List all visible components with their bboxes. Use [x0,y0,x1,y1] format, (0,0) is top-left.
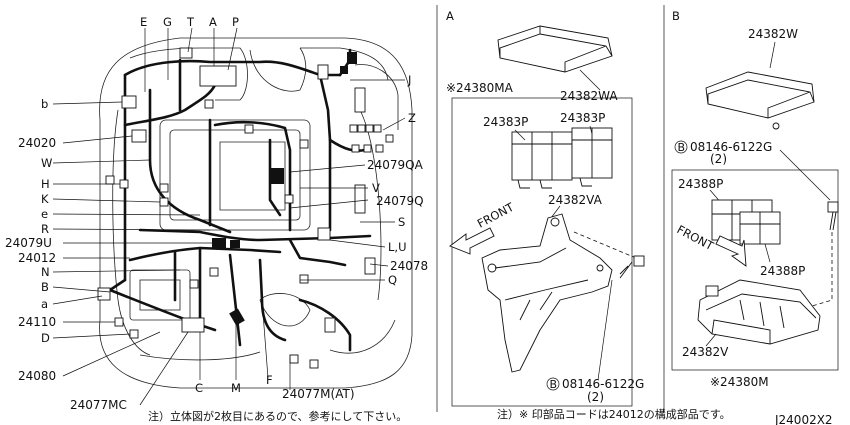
label-d: D [41,331,50,345]
label-24383p-2: 24383P [560,111,605,125]
label-24383p-1: 24383P [483,115,528,129]
label-24079u: 24079U [5,236,52,250]
label-a-lower: a [41,297,48,311]
footnote-left: 注）立体図が2枚目にあるので、参考にして下さい。 [148,409,407,423]
bolt-ref-circle-a [546,377,560,391]
label-24382v: 24382V [682,345,729,359]
label-24382wa: 24382WA [560,89,618,103]
label-24079qa: 24079QA [367,158,424,172]
panel-b-frame [671,169,839,371]
label-24382va: 24382VA [548,193,603,207]
footnote-center: 注）※ 印部品コードは24012の構成部品です。 [497,407,731,421]
label-g: G [163,15,172,29]
panel-a: A 24382WA ※24380MA 24383P 24383P FRONT [446,9,645,407]
fuse-box-cover-b [705,71,815,130]
vehicle-body-outline [99,37,413,389]
label-s: S [398,215,405,229]
bolt-b [811,201,839,307]
bracket-a [481,213,613,373]
label-24080: 24080 [18,369,56,383]
label-24380m: ※24380M [710,375,769,389]
front-arrow-a [449,227,495,255]
diagram-id: J24002X2 [774,413,833,425]
callout-lines [52,27,406,406]
bolt-ref-letter-a: B [550,378,558,391]
label-v: V [372,181,380,195]
label-bolt-qty-b: (2) [710,152,727,166]
relay-block-b [711,199,781,245]
fuse-box-base-b [697,279,821,345]
label-f: F [266,373,273,387]
label-bolt-qty-a: (2) [587,390,604,404]
label-n: N [41,265,50,279]
panel-b: B 24382W B 08146-6122G (2) 24388P [671,9,839,389]
front-label-b: FRONT [675,222,717,253]
bolt-ref-letter-b: B [678,141,686,154]
label-m: M [231,381,241,395]
label-b: B [41,280,49,294]
label-k: K [41,192,49,206]
bolt-ref-circle-b [674,140,688,154]
label-e-lower: e [41,207,48,221]
label-24079q: 24079Q [376,194,424,208]
label-24110: 24110 [18,315,56,329]
label-j: J [407,73,411,87]
label-24380ma: ※24380MA [446,81,514,95]
relay-block-a [511,127,613,189]
panel-a-title: A [446,9,454,23]
label-h: H [41,177,50,191]
label-24020: 24020 [18,136,56,150]
panel-b-title: B [672,9,680,23]
harness-part-labels: E G T A P b 24020 W H K e R 24079U 24012… [5,15,428,412]
bolt-a [573,231,645,279]
label-w: W [41,156,52,170]
label-08146-6122g-b: 08146-6122G [690,140,772,154]
label-24077mc: 24077MC [70,398,127,412]
front-label-a: FRONT [475,199,517,230]
front-arrow-b [715,235,747,267]
label-24077m-at: 24077M(AT) [282,387,355,401]
label-a: A [209,15,217,29]
label-24382w: 24382W [748,27,798,41]
label-c: C [195,381,203,395]
label-p: P [232,15,239,29]
fuse-box-cover-a [497,25,613,73]
label-z: Z [408,111,416,125]
label-q: Q [388,273,397,287]
label-b-lower: b [41,97,48,111]
label-l-u: L,U [388,240,406,254]
label-24012: 24012 [18,251,56,265]
label-e: E [140,15,147,29]
label-24388p-2: 24388P [760,264,805,278]
harness-connectors [97,47,394,369]
label-r: R [41,222,49,236]
label-08146-6122g-a: 08146-6122G [562,377,644,391]
label-t: T [186,15,195,29]
label-24078: 24078 [390,259,428,273]
label-24388p-1: 24388P [678,177,723,191]
wiring-harness [108,48,372,352]
panel-a-frame [451,97,633,407]
